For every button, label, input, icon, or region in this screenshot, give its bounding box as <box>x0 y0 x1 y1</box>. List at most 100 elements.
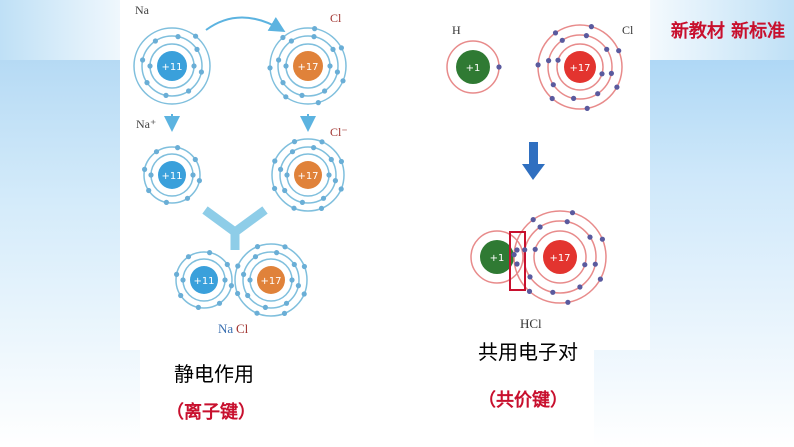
electron-dot <box>147 63 153 69</box>
na-ion-label: Na⁺ <box>136 117 156 131</box>
electron-dot <box>291 261 297 268</box>
electron-dot <box>608 70 615 76</box>
cl-charge-3: +17 <box>260 276 281 287</box>
electron-dot <box>148 172 154 178</box>
electron-dot <box>301 291 307 297</box>
cl-atom-right: +17 <box>537 24 623 110</box>
electron-dot <box>228 283 234 289</box>
electron-dot <box>550 82 556 88</box>
electron-dot <box>178 292 184 299</box>
electron-dot <box>582 262 588 268</box>
electron-dot <box>550 289 556 295</box>
electron-dot <box>254 244 261 250</box>
electron-dot <box>334 69 340 75</box>
electron-dot <box>289 149 296 155</box>
nacl-label-cl: Cl <box>236 321 249 336</box>
electron-dot <box>332 178 338 184</box>
electron-dot <box>327 63 333 69</box>
cl-ion-label: Cl⁻ <box>330 125 348 139</box>
electron-dot <box>198 69 204 75</box>
hcl-cl-atom: +17 <box>513 210 607 304</box>
electron-dot <box>338 45 344 51</box>
electron-dot <box>216 300 223 306</box>
electron-dot <box>592 261 598 267</box>
electron-dot <box>254 310 260 316</box>
cl-charge-2: +17 <box>297 171 318 182</box>
right-electrons <box>496 24 622 305</box>
h-charge-1: +1 <box>466 63 481 74</box>
right-caption: 共用电子对 <box>478 340 578 364</box>
electron-dot <box>280 80 286 86</box>
electron-dot <box>272 158 278 164</box>
electron-dot <box>152 38 158 44</box>
electron-dot <box>282 187 288 194</box>
h-label: H <box>452 23 461 37</box>
electron-dot <box>522 247 528 253</box>
electron-dot <box>577 284 583 290</box>
electron-dot <box>319 139 325 145</box>
electron-dot <box>532 246 538 252</box>
electron-dot <box>245 292 251 299</box>
electron-dot <box>186 88 192 94</box>
electron-dot <box>326 172 332 178</box>
electron-dot <box>535 62 541 68</box>
left-caption: 静电作用 <box>174 362 254 386</box>
electron-dot <box>140 57 146 63</box>
electron-dot <box>175 145 181 151</box>
hcl-label: HCl <box>520 316 542 331</box>
electron-dot <box>595 91 601 97</box>
electron-dot <box>565 299 571 305</box>
shared-pair-highlight <box>509 231 526 291</box>
nacl-cl-ion: +17 <box>234 243 308 317</box>
right-down-arrow <box>522 142 545 180</box>
electron-dot <box>142 166 148 172</box>
shared-electron <box>514 261 520 267</box>
shared-electron <box>514 247 520 253</box>
brand-label: 新教材 新标准 <box>670 21 786 42</box>
na-label: Na <box>135 3 150 17</box>
electron-dot <box>588 24 595 30</box>
electron-dot <box>192 156 198 163</box>
na-charge-2: +11 <box>161 171 182 182</box>
na-atom: +11 <box>133 27 211 105</box>
electron-dot <box>616 48 622 54</box>
electron-dot <box>599 236 606 242</box>
cl-charge-r2: +17 <box>549 253 570 264</box>
electron-dot <box>262 304 268 310</box>
electron-dot <box>267 65 273 71</box>
electron-dot <box>280 34 286 41</box>
electron-dot <box>311 145 317 151</box>
right-subcaption: （共价键） <box>478 390 568 411</box>
na-charge-1: +11 <box>161 62 182 73</box>
electron-dot <box>191 63 197 69</box>
electron-dot <box>546 58 552 64</box>
hcl-h-atom: +1 <box>470 230 524 284</box>
electron-dot <box>241 271 247 277</box>
electron-dot <box>320 195 327 201</box>
electron-dot <box>163 199 169 205</box>
merge-arrow <box>202 206 268 250</box>
electron-dot <box>583 33 590 39</box>
electron-dot <box>146 187 152 194</box>
electron-dot <box>527 274 533 280</box>
electron-dot <box>247 277 253 283</box>
electron-dot <box>315 100 321 106</box>
electron-dot <box>184 195 191 201</box>
electron-dot <box>552 30 559 36</box>
electron-dot <box>604 46 610 52</box>
electron-dot <box>196 178 202 184</box>
electron-dot <box>284 172 290 178</box>
electron-dot <box>289 277 295 283</box>
cl-label: Cl <box>330 11 342 25</box>
electron-dot <box>584 105 590 111</box>
cl-charge-r1: +17 <box>569 63 590 74</box>
h-charge-2: +1 <box>490 253 505 264</box>
electron-dot <box>288 38 294 44</box>
electron-dot <box>555 57 561 63</box>
electron-dot <box>282 244 288 250</box>
cl-atom: +17 <box>269 27 347 105</box>
electron-dot <box>283 63 289 69</box>
electron-dot <box>144 80 150 86</box>
electron-transfer-arrow <box>205 16 286 33</box>
